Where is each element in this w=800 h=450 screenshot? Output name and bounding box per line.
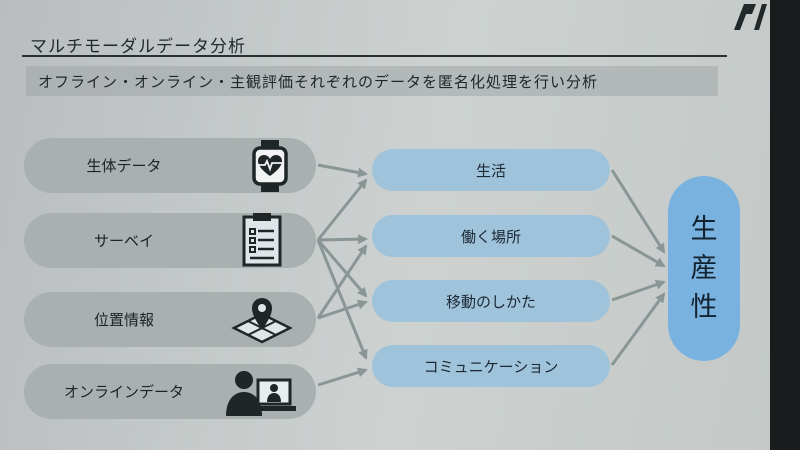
productivity-pill: 生 産 性	[668, 176, 740, 361]
arrow-survey-to-mobility	[316, 239, 368, 298]
source-label: サーベイ	[93, 232, 154, 250]
computer-user-icon	[226, 371, 296, 416]
arrow-communication-to-productivity	[610, 292, 666, 366]
source-label: 生体データ	[86, 157, 162, 175]
category-pill-workplace: 働く場所	[372, 215, 610, 257]
category-pill-mobility: 移動のしかた	[372, 280, 610, 322]
category-pill-communication: コミュニケーション	[372, 345, 610, 387]
subtitle-band	[26, 66, 718, 96]
source-pill-online: オンラインデータ	[24, 364, 316, 419]
map-pin-icon	[231, 298, 293, 344]
presentation-slide: マルチモーダルデータ分析 オフライン・オンライン・主観評価それぞれのデータを匿名…	[0, 0, 770, 450]
title-underline	[22, 55, 727, 57]
arrow-workplace-to-productivity	[611, 234, 666, 268]
source-label: オンラインデータ	[63, 383, 184, 401]
productivity-char: 性	[690, 292, 718, 324]
productivity-char: 生	[690, 213, 718, 245]
arrow-survey-to-workplace	[317, 234, 368, 245]
arrow-life-to-productivity	[610, 169, 666, 254]
clipboard-icon	[242, 213, 282, 267]
source-pill-location: 位置情報	[24, 292, 316, 347]
category-pill-life: 生活	[372, 149, 610, 191]
arrow-mobility-to-productivity	[611, 279, 666, 302]
arrow-survey-to-life	[316, 178, 368, 241]
productivity-char: 産	[690, 252, 718, 284]
slide-title: マルチモーダルデータ分析	[30, 37, 246, 57]
arrow-online-to-communication	[317, 367, 368, 387]
arrow-survey-to-communication	[316, 239, 368, 360]
source-pill-survey: サーベイ	[24, 213, 316, 268]
slide-subtitle: オフライン・オンライン・主観評価それぞれのデータを匿名化処理を行い分析	[38, 73, 599, 91]
arrow-biometric-to-life	[317, 163, 368, 178]
arrow-location-to-workplace	[316, 244, 368, 319]
arrow-location-to-mobility	[317, 299, 368, 320]
smartwatch-icon	[252, 140, 288, 192]
source-label: 位置情報	[93, 311, 154, 329]
flow-arrows	[316, 163, 666, 387]
company-logo	[734, 4, 767, 30]
source-pill-biometric: 生体データ	[24, 138, 316, 193]
